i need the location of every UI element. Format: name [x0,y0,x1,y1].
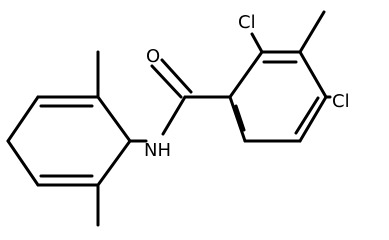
oxygen-label: O [146,46,160,67]
bond-n-c [161,95,187,136]
xylyl-ring [6,50,132,227]
bond [298,95,328,143]
chlorine-label: Cl [332,91,350,112]
bond [96,139,132,187]
amide-linker [128,58,232,143]
bond [298,50,328,99]
bond [234,104,246,132]
dichloro-methyl-ring [228,10,332,143]
bond-c-cl [250,32,264,54]
bond-c-o [160,58,193,94]
bond [228,95,247,143]
bond-methyl [298,10,326,54]
nh-label: NH [144,140,171,161]
bond [6,139,40,187]
molecule-structure: O NH Cl Cl [6,10,350,227]
bond [228,50,264,99]
bond [96,95,132,143]
bond [6,95,40,143]
bond [294,96,320,135]
bond-c-o [150,64,183,99]
chlorine-label: Cl [238,12,256,33]
